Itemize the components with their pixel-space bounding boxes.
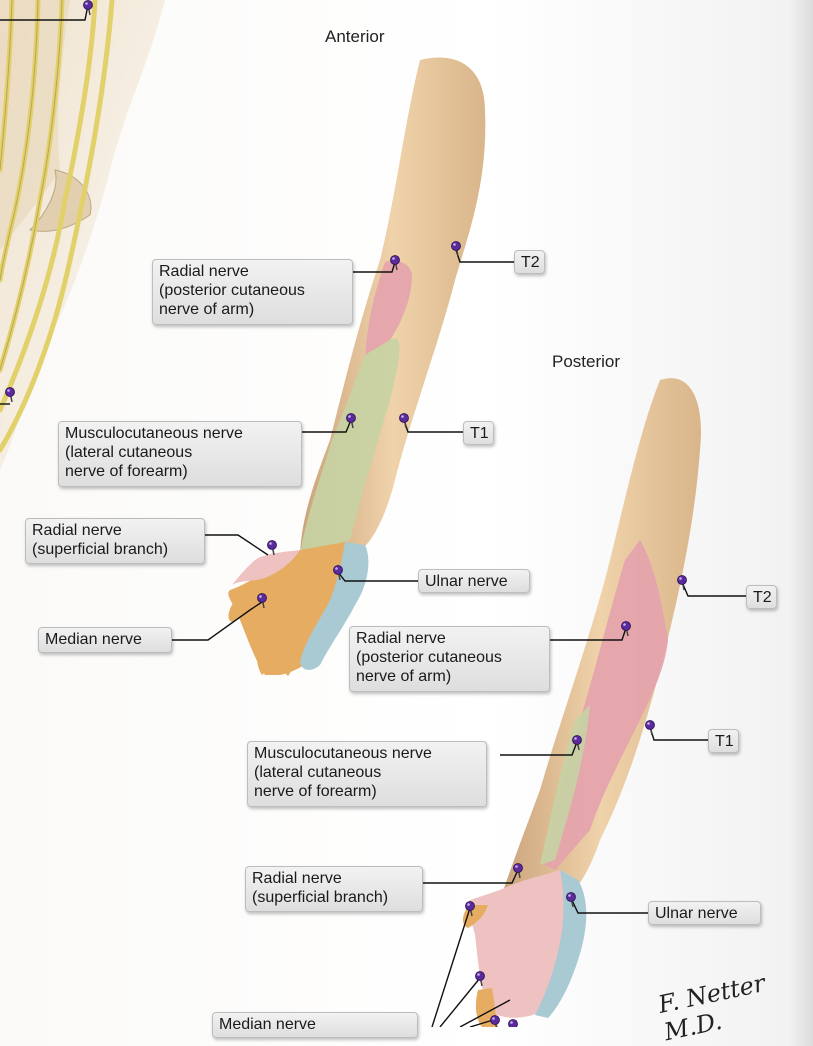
posterior-arm (462, 378, 701, 1027)
pushpin-icon (677, 575, 687, 591)
shoulder-region (0, 0, 165, 470)
pushpin-icon (333, 565, 343, 581)
pushpin-icon (645, 720, 655, 736)
pushpin-icon (451, 241, 461, 257)
pushpin-icon (5, 387, 15, 403)
label-anterior-median: Median nerve (38, 627, 172, 653)
pushpin-icon (257, 593, 267, 609)
pushpin-icon (390, 255, 400, 271)
pushpin-icon (513, 863, 523, 879)
pushpin-icon (83, 0, 93, 16)
label-posterior-t1: T1 (708, 729, 739, 753)
label-posterior-ulnar: Ulnar nerve (648, 901, 761, 925)
pushpin-icon (475, 971, 485, 987)
pushpin-icon (465, 901, 475, 917)
pushpin-icon (490, 1015, 500, 1027)
pushpin-icon (566, 892, 576, 908)
label-posterior-t2: T2 (746, 585, 777, 609)
anterior-heading: Anterior (325, 27, 385, 46)
pushpin-icon (267, 540, 277, 556)
pushpin-icon (621, 621, 631, 637)
posterior-heading: Posterior (552, 352, 621, 371)
pins-layer (5, 0, 687, 1027)
anterior-arm (228, 57, 486, 676)
label-anterior-radial-posterior-cutaneous: Radial nerve (posterior cutaneous nerve … (152, 259, 353, 325)
label-posterior-radial-superficial: Radial nerve (superficial branch) (245, 866, 423, 912)
label-anterior-radial-superficial: Radial nerve (superficial branch) (25, 518, 205, 564)
pushpin-icon (399, 413, 409, 429)
label-anterior-t1: T1 (463, 421, 494, 445)
label-anterior-musculocutaneous: Musculocutaneous nerve (lateral cutaneou… (58, 421, 302, 487)
label-anterior-ulnar: Ulnar nerve (418, 569, 530, 593)
pushpin-icon (346, 413, 356, 429)
pushpin-icon (508, 1019, 518, 1027)
label-posterior-radial-posterior-cutaneous: Radial nerve (posterior cutaneous nerve … (349, 626, 550, 692)
label-posterior-median: Median nerve (212, 1012, 418, 1038)
pushpin-icon (572, 735, 582, 751)
label-anterior-t2: T2 (514, 250, 545, 274)
label-posterior-musculocutaneous: Musculocutaneous nerve (lateral cutaneou… (247, 741, 487, 807)
